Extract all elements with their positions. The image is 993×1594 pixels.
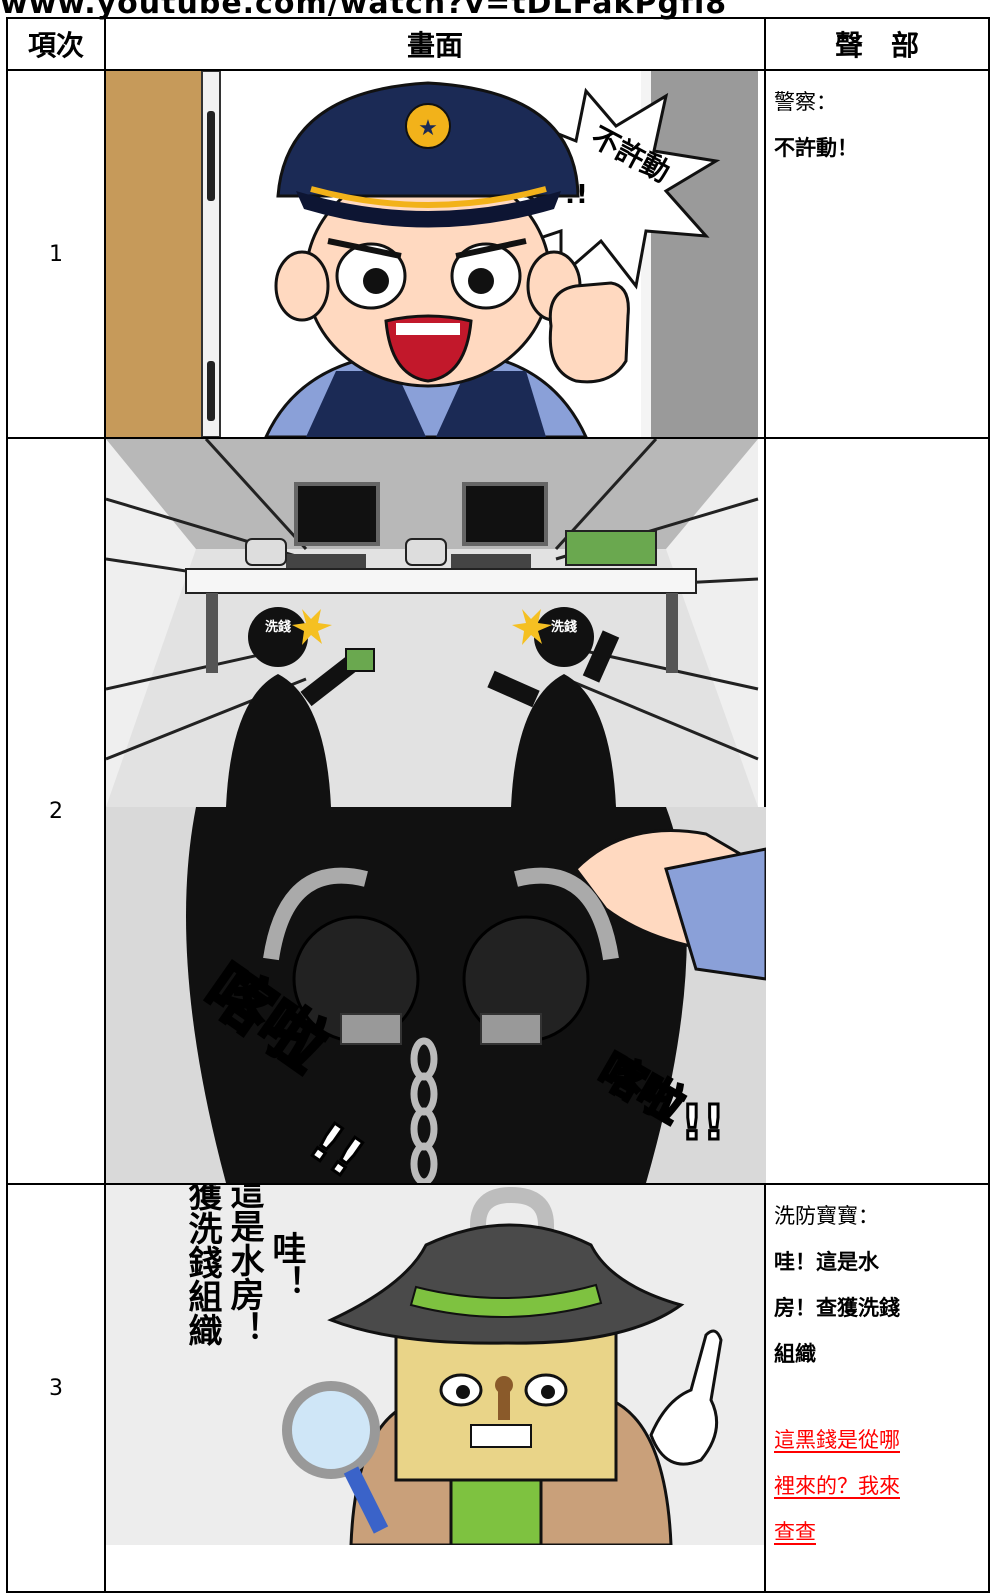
svg-text:哇！: 哇！ [266,1231,306,1299]
red-note-line: 這黑錢是從哪 [774,1428,900,1452]
arrest-panels: 洗錢 洗錢 喀啦 !! [106,439,766,1183]
dialogue-line: 哇！這是水 [774,1250,879,1274]
source-url: www.youtube.com/watch?v=tDLFakPgfl8 [0,0,728,21]
padlock-shackle [470,1186,554,1305]
col-item-header: 項次 [6,17,106,71]
row-number: 3 [6,1183,106,1593]
money-laundering-tag: 洗錢 [265,619,291,635]
handcuff-chain [410,1037,438,1183]
money-laundering-tag: 洗錢 [551,619,577,635]
table-row: 3 哇！ 這是水房！ 查獲洗錢組織 [6,1183,990,1593]
scene-cell: 哇！ 這是水房！ 查獲洗錢組織 [104,1183,766,1593]
red-note-line: 裡來的？我來 [774,1474,900,1498]
magnifier-icon [282,1381,380,1479]
header-row: 項次 畫面 聲 部 [6,17,990,71]
table-row: 1 不許動 !! [6,69,990,439]
audio-cell: 洗防寶寶： 哇！這是水 房！查獲洗錢 組織 這黑錢是從哪 裡來的？我來 查查 [764,1183,990,1593]
red-note-line: 查查 [774,1520,816,1544]
vertical-caption: 哇！ 這是水房！ 查獲洗錢組織 [182,1185,306,1347]
speaker-label: 警察： [774,90,837,114]
wall-image [641,71,758,437]
audio-cell [764,437,990,1185]
dialogue-line: 組織 [774,1342,816,1366]
storyboard-table: 項次 畫面 聲 部 1 不許動 !! [6,17,990,1593]
police-panel: 不許動 !! ★ [106,71,758,437]
col-audio-header: 聲 部 [764,17,990,71]
mascot-panel: 哇！ 這是水房！ 查獲洗錢組織 [106,1185,764,1545]
cash-stack [565,530,657,566]
monitor [294,482,380,546]
row-number: 1 [6,69,106,439]
monitor [462,482,548,546]
badge-star: ★ [418,116,438,141]
row-number: 2 [6,437,106,1185]
svg-text:查獲洗錢組織: 查獲洗錢組織 [182,1185,222,1347]
fist [548,281,630,384]
cap-badge [405,103,451,149]
dialogue-line: 不許動！ [774,136,858,160]
door-image [106,71,202,437]
speaker-label: 洗防寶寶： [774,1204,879,1228]
col-scene-header: 畫面 [104,17,766,71]
scene-cell: 洗錢 洗錢 喀啦 !! [104,437,766,1185]
detective-hat [327,1223,685,1345]
svg-text:這是水房！: 這是水房！ [224,1185,264,1345]
dialogue-line: 房！查獲洗錢 [774,1296,900,1320]
audio-cell: 警察： 不許動！ [764,69,990,439]
pointing-hand [649,1329,723,1466]
table-row: 2 [6,437,990,1185]
scene-cell: 不許動 !! ★ [104,69,766,439]
sfx-exclaim: !! [681,1095,725,1151]
